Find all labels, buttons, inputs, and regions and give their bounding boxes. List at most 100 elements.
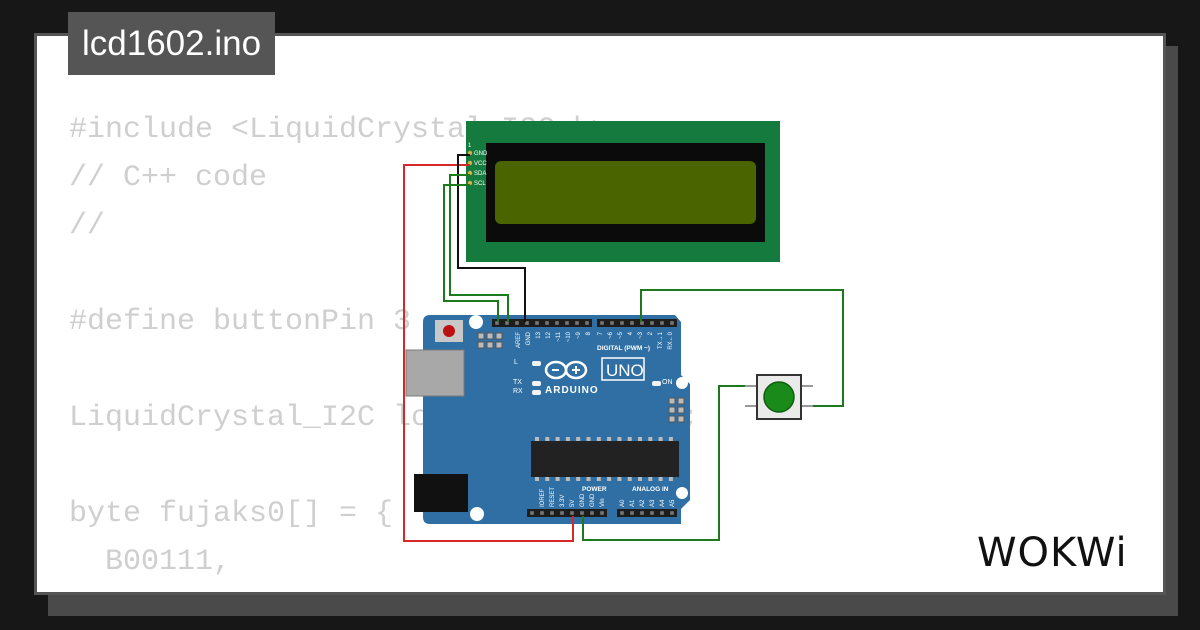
reset-button[interactable] — [443, 325, 455, 337]
icsp-pin — [495, 332, 503, 340]
chip-pin — [596, 477, 601, 481]
chip-pin — [535, 437, 539, 441]
pin-label-analog: A4 — [660, 499, 666, 507]
digital-header-left-pin[interactable] — [575, 321, 579, 325]
digital-header-right-pin[interactable] — [670, 321, 674, 325]
lcd-pin-number: 1 — [468, 143, 472, 149]
lcd-pin-gnd: GND — [474, 151, 488, 157]
led-indicator — [532, 381, 541, 386]
digital-header-left-pin[interactable] — [535, 321, 539, 325]
code-line: B00111, — [69, 545, 232, 579]
digital-header-right-pin[interactable] — [610, 321, 614, 325]
label-on: ON — [662, 379, 673, 386]
pin-label-digital: 8 — [586, 331, 592, 335]
lcd1602-module[interactable]: 1 GND VCC SDA SCL — [466, 121, 780, 262]
arduino-brand: ARDUINO — [545, 385, 599, 396]
digital-header-left-pin[interactable] — [585, 321, 589, 325]
power-header-pin[interactable] — [600, 511, 604, 515]
power-header-pin[interactable] — [590, 511, 594, 515]
pushbutton[interactable] — [745, 374, 813, 420]
chip-pin — [586, 477, 591, 481]
power-header-pin[interactable] — [540, 511, 544, 515]
pin-label-digital: ~11 — [556, 331, 562, 341]
pin-label-digital: 12 — [546, 331, 552, 338]
pin-label-digital: ~9 — [576, 331, 582, 339]
digital-header-right-pin[interactable] — [600, 321, 604, 325]
pin-label-digital: RX←0 — [668, 331, 674, 349]
pin-label-aref: AREF — [516, 332, 522, 348]
lcd-screen — [495, 161, 756, 224]
code-line: byte fujaks0[] = { — [69, 497, 394, 531]
wire-button-pin3 — [640, 289, 844, 407]
pin-label-power: 5V — [570, 500, 576, 507]
usb-connector — [405, 349, 465, 397]
digital-header-right-pin[interactable] — [630, 321, 634, 325]
power-analog-headers — [527, 509, 677, 517]
mount-hole — [676, 377, 688, 389]
wokwi-logo-text: WOKWi — [977, 530, 1128, 576]
pin-label-analog: A3 — [650, 499, 656, 507]
chip-pin — [565, 477, 570, 481]
analog-header-pin[interactable] — [670, 511, 674, 515]
pin-label-power: IOREF — [540, 488, 546, 507]
digital-header-right-pin[interactable] — [620, 321, 624, 325]
digital-header-right-pin[interactable] — [640, 321, 644, 325]
analog-header-pin[interactable] — [660, 511, 664, 515]
chip-pin — [638, 477, 642, 481]
power-header-pin[interactable] — [570, 511, 574, 515]
pin-label-analog: A1 — [630, 499, 636, 507]
digital-header-left-pin[interactable] — [525, 321, 529, 325]
wire-sda — [449, 174, 509, 322]
chip-pin — [668, 477, 673, 481]
digital-header-left-strip — [492, 319, 592, 327]
atmega-chip — [531, 441, 679, 477]
power-header-pin[interactable] — [530, 511, 534, 515]
pin-label-digital: 7 — [598, 331, 604, 335]
pin-label-power: GND — [580, 493, 586, 507]
analog-header-strip — [617, 509, 677, 517]
chip-pin — [658, 437, 663, 441]
arduino-logo-icon — [544, 360, 588, 380]
pin-label-digital: 2 — [648, 331, 654, 335]
digital-header-left-pin[interactable] — [565, 321, 569, 325]
digital-header-left-pin[interactable] — [505, 321, 509, 325]
pin-label-power: 3.3V — [560, 495, 566, 507]
led-indicator — [532, 390, 541, 395]
pin-label-digital: ~5 — [618, 331, 624, 339]
icsp-pin — [677, 397, 685, 405]
label-rx: RX — [513, 388, 523, 395]
digital-header-right-pin[interactable] — [660, 321, 664, 325]
digital-header-right-pin[interactable] — [650, 321, 654, 325]
mount-hole — [676, 487, 688, 499]
power-header-pin[interactable] — [580, 511, 584, 515]
wires — [403, 154, 844, 542]
digital-header-left-pin[interactable] — [545, 321, 549, 325]
digital-header-left-pin[interactable] — [495, 321, 499, 325]
pin-label-analog: A5 — [670, 499, 676, 507]
arduino-uno-board[interactable]: L TX RX ON ARDUINO UNO DIGITAL (PWM ~) P… — [405, 315, 690, 524]
analog-header-pin[interactable] — [650, 511, 654, 515]
power-header-pin[interactable] — [560, 511, 564, 515]
analog-header-pin[interactable] — [630, 511, 634, 515]
chip-pin — [576, 437, 581, 441]
label-power: POWER — [582, 486, 607, 493]
power-header-pin[interactable] — [550, 511, 554, 515]
mount-hole — [469, 315, 483, 329]
pin-label-digital: 13 — [536, 331, 542, 338]
chip-pin — [648, 477, 653, 481]
analog-header-pin[interactable] — [620, 511, 624, 515]
digital-header-left-pin[interactable] — [555, 321, 559, 325]
wokwi-logo: WOKWi — [977, 530, 1128, 576]
chip-pin — [627, 477, 632, 481]
digital-header-right-strip — [597, 319, 677, 327]
lcd-pin-scl: SCL — [474, 181, 486, 187]
icsp-pin — [477, 332, 485, 340]
analog-header-pin[interactable] — [640, 511, 644, 515]
code-line: // — [69, 209, 106, 243]
button-cap[interactable] — [763, 381, 795, 413]
chip-pin — [607, 477, 612, 481]
icsp-pin — [477, 341, 485, 349]
digital-header-left-pin[interactable] — [515, 321, 519, 325]
mount-hole — [470, 507, 484, 521]
